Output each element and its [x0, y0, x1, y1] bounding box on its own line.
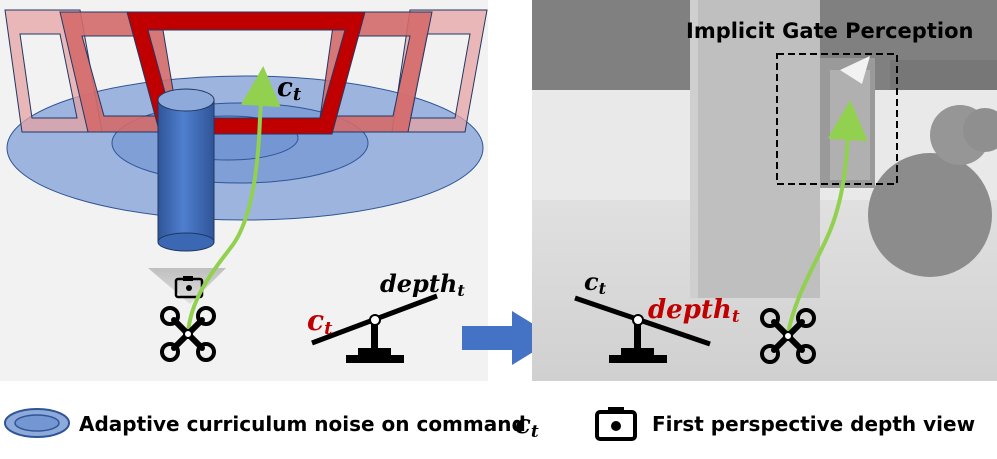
ellipse-icon [4, 408, 70, 438]
seesaw-left-depth: deptht [380, 269, 465, 300]
seesaw-icon [311, 293, 438, 363]
seesaw-right-depth: deptht [648, 295, 740, 327]
gate-main [126, 11, 366, 135]
legend-noise-math: ct [515, 410, 539, 442]
seesaw-icon [574, 295, 711, 363]
command-label: ct [277, 73, 302, 105]
camera-icon [595, 407, 637, 441]
right-panel: Implicit Gate Perception ct deptht [532, 0, 997, 381]
drone-icon [760, 308, 816, 364]
legend-noise-label: Adaptive curriculum noise on command [79, 412, 526, 436]
drone-icon [160, 306, 216, 362]
right-panel-title: Implicit Gate Perception [686, 19, 973, 43]
cylinder-obstacle [157, 88, 215, 252]
seesaw-left-c: ct [307, 304, 333, 339]
trajectory-right [786, 100, 868, 336]
left-panel: ct ct deptht [0, 0, 488, 381]
gate-perception-box [776, 53, 898, 185]
seesaw-right-c: ct [584, 267, 607, 298]
legend: Adaptive curriculum noise on command ct … [4, 407, 975, 442]
legend-camera-label: First perspective depth view [652, 412, 975, 436]
trajectory-left [186, 66, 281, 336]
